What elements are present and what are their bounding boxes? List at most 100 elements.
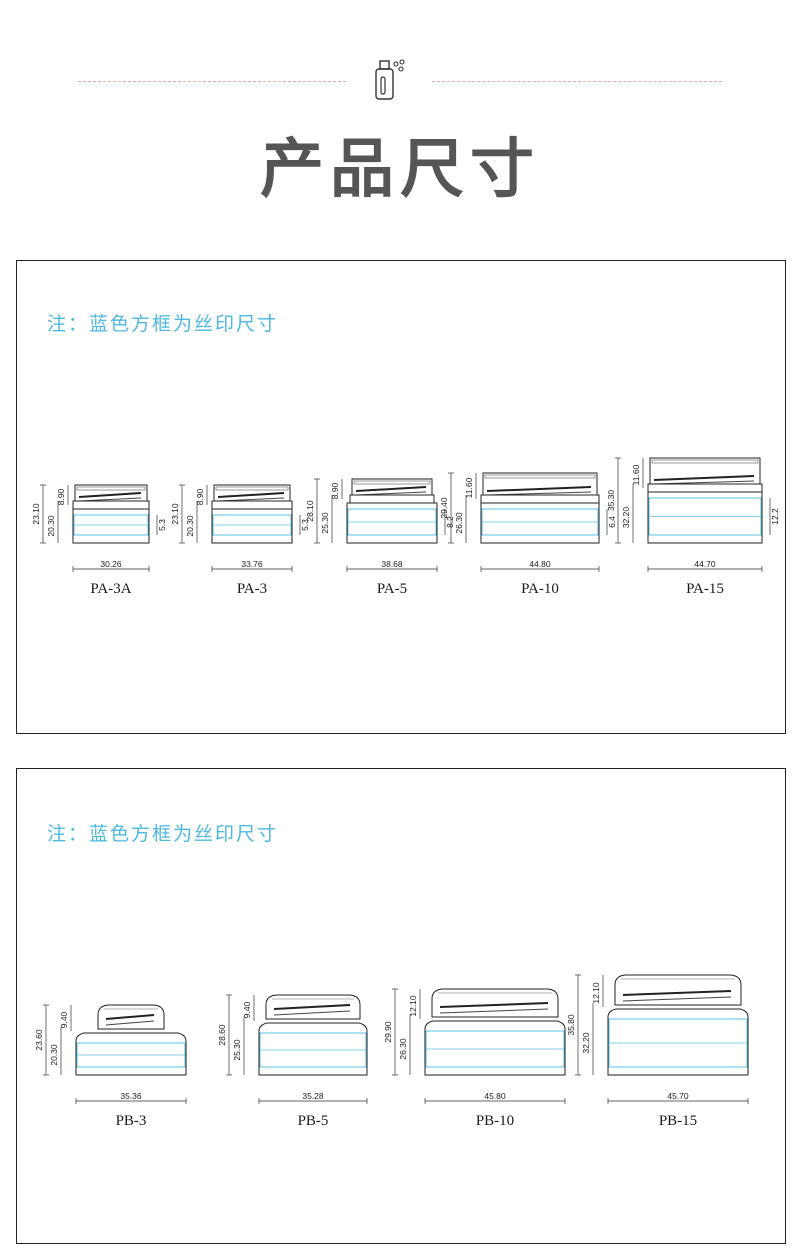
width-dimension: 30.26	[100, 559, 122, 569]
width-dimension: 44.70	[694, 559, 716, 569]
jar-model-label: PA-10	[521, 581, 559, 597]
print-dimension: 5.3	[157, 519, 167, 531]
jar-body	[607, 1008, 749, 1076]
jar-cap-rim	[353, 480, 431, 485]
height-dimension: 35.80	[566, 1014, 576, 1036]
jar-neck	[211, 500, 293, 510]
width-dimension: 35.28	[302, 1091, 324, 1101]
cap-dimension: 12.10	[591, 982, 601, 1004]
spray-bottle-icon	[375, 59, 405, 100]
print-dimension: 6.4	[607, 516, 617, 528]
jar-neck	[480, 494, 600, 504]
width-dimension: 35.36	[120, 1091, 142, 1101]
jar-model-label: PB-15	[659, 1113, 697, 1129]
jar-neck	[72, 500, 150, 510]
body-dimension: 32.20	[621, 507, 631, 529]
cap-dimension: 9.40	[242, 1001, 252, 1018]
height-dimension: 35.30	[606, 490, 616, 512]
width-dimension: 33.76	[241, 559, 263, 569]
width-dimension: 45.70	[667, 1091, 689, 1101]
height-dimension: 23.10	[31, 503, 41, 525]
jar-thread	[653, 475, 755, 481]
cap-dimension: 8.90	[56, 488, 66, 505]
jar-body	[211, 508, 293, 544]
jar-body	[258, 1022, 368, 1076]
jar-thread	[355, 486, 427, 492]
print-dimension: 5.3	[300, 519, 310, 531]
page-title: 产品尺寸	[260, 133, 540, 207]
jar-cap-rim	[484, 474, 596, 479]
jar-neck	[349, 494, 435, 504]
jar-thread	[622, 996, 732, 1002]
jar-thread	[105, 1014, 155, 1020]
jar-thread	[273, 1004, 351, 1010]
height-dimension: 28.10	[305, 500, 315, 522]
jar-model-label: PB-3	[116, 1113, 147, 1129]
pa-series-drawing: 23.1020.308.905.330.26PA-3A23.1020.308.9…	[31, 457, 780, 597]
silk-print-note: 注：蓝色方框为丝印尺寸	[47, 823, 279, 845]
jar-model-label: PA-5	[377, 581, 407, 597]
jar-thread	[439, 1008, 549, 1014]
body-dimension: 26.30	[454, 512, 464, 534]
header-dash-right	[432, 81, 722, 82]
jar-thread	[439, 1002, 549, 1008]
body-dimension: 20.30	[49, 1044, 59, 1066]
jar-cap-rim	[215, 486, 289, 491]
jar-cap-rim	[76, 486, 146, 491]
jar-model-label: PA-3	[237, 581, 267, 597]
body-dimension: 26.30	[398, 1038, 408, 1060]
jar-thread	[105, 1020, 155, 1026]
jar-cap-rim	[651, 459, 759, 464]
body-dimension: 25.30	[320, 512, 330, 534]
jar-neck	[647, 483, 763, 493]
width-dimension: 38.68	[381, 559, 403, 569]
jar-body	[72, 508, 150, 544]
jar-model-label: PA-3A	[90, 581, 131, 597]
width-dimension: 44.80	[529, 559, 551, 569]
jar-cap	[482, 472, 598, 496]
jar-thread	[486, 486, 592, 492]
jar-thread	[622, 990, 732, 996]
jar-model-label: PB-10	[476, 1113, 514, 1129]
body-dimension: 32.20	[581, 1032, 591, 1054]
height-dimension: 23.60	[34, 1029, 44, 1051]
cap-dimension: 8.90	[195, 488, 205, 505]
jar-thread	[217, 492, 285, 498]
jar-body	[424, 1020, 566, 1076]
body-dimension: 20.30	[46, 515, 56, 537]
jar-body	[346, 502, 438, 544]
silk-print-note: 注：蓝色方框为丝印尺寸	[47, 313, 279, 335]
jar-model-label: PA-15	[686, 581, 724, 597]
height-dimension: 29.40	[439, 497, 449, 519]
jar-body	[75, 1032, 187, 1076]
cap-dimension: 8.90	[330, 482, 340, 499]
jar-model-label: PB-5	[298, 1113, 329, 1129]
height-dimension: 28.60	[217, 1024, 227, 1046]
jar-thread	[273, 1010, 351, 1016]
height-dimension: 29.90	[383, 1021, 393, 1043]
jar-body	[480, 502, 600, 544]
header-dash-left	[78, 81, 346, 82]
print-dimension: 8.2	[445, 516, 455, 528]
cap-dimension: 11.60	[464, 477, 474, 498]
jar-thread	[78, 492, 142, 498]
print-dimension: 12.2	[770, 508, 780, 525]
width-dimension: 45.80	[484, 1091, 506, 1101]
body-dimension: 25.30	[232, 1039, 242, 1061]
height-dimension: 23.10	[170, 503, 180, 525]
cap-dimension: 12.10	[408, 995, 418, 1017]
body-dimension: 20.30	[185, 515, 195, 537]
cap-dimension: 9.40	[59, 1011, 69, 1028]
cap-dimension: 11.60	[631, 464, 641, 485]
